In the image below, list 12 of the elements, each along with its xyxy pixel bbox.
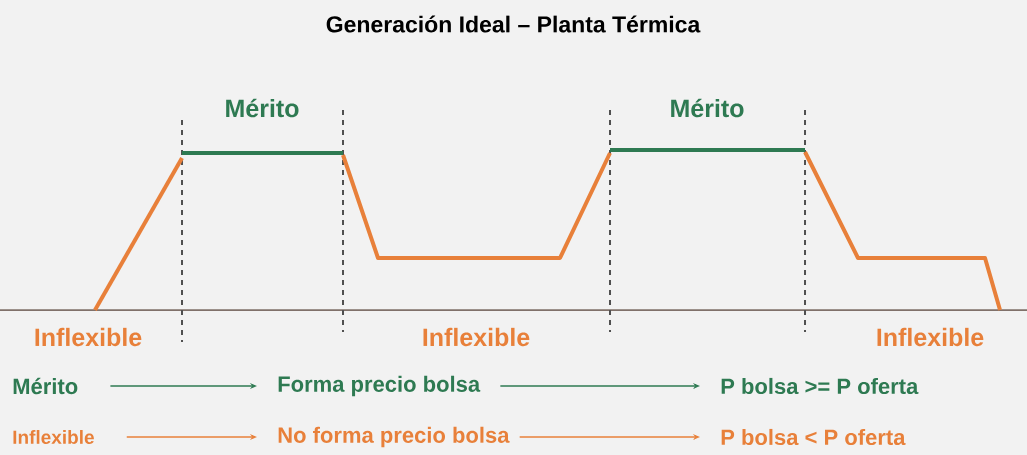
chart-label: Inflexible	[877, 327, 984, 347]
chart-label: Inflexible	[35, 327, 142, 347]
chart-label: Inflexible	[423, 327, 530, 347]
legend-text: Forma precio bolsa	[278, 375, 481, 397]
legend-text: Mérito	[13, 377, 78, 395]
legend-text: No forma precio bolsa	[278, 426, 510, 448]
title: Generación Ideal – Planta Térmica	[326, 15, 701, 33]
legend-text: P bolsa < P oferta	[721, 428, 906, 446]
legend-text: P bolsa >= P oferta	[721, 377, 919, 395]
legend-text: Inflexible	[13, 430, 94, 444]
chart-label: Mérito	[671, 98, 744, 118]
chart-label: Mérito	[226, 98, 299, 118]
